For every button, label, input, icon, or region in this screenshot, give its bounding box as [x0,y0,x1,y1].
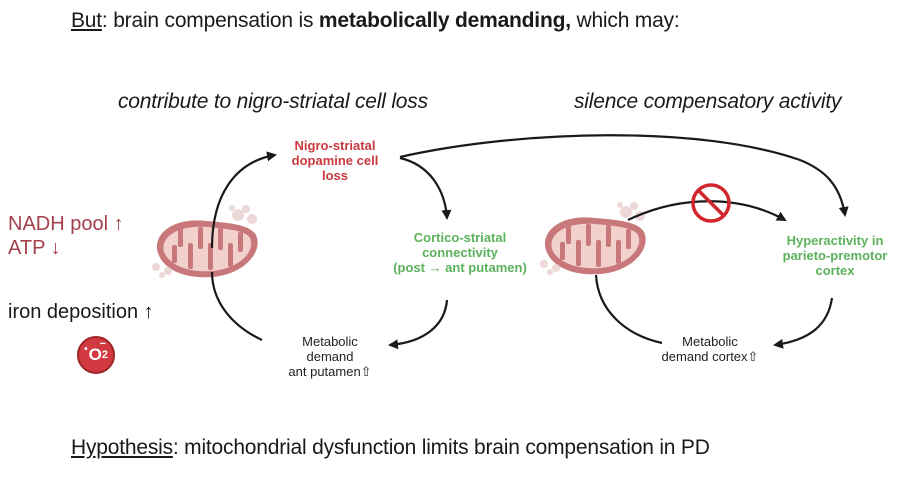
superoxide-subscript: 2 [101,349,108,361]
node-line: (post → ant putamen) [393,260,527,275]
node-line: Hyperactivity in [786,233,884,248]
node-line: ant putamen⇧ [288,364,372,379]
node-line: Cortico-striatal [413,230,507,245]
arrow-mito-to-hyperactivity-inhibited [627,200,787,221]
header-bold-phrase: metabolically demanding, [318,9,571,32]
superoxide-charge: − [99,338,106,350]
node-line: Nigro-striatal [294,138,376,153]
arrow-mito-to-cellloss [210,151,277,249]
header-but: But [71,9,102,32]
label-nadh-pool: NADH pool ↑ [8,213,124,235]
arrow-cellloss-to-connectivity [399,156,452,220]
label-iron-deposition: iron deposition ↑ [8,301,154,323]
header-suffix: which may: [570,9,680,32]
node-line: loss [321,168,348,183]
inhibition-sign-icon [691,183,731,223]
node-line: dopamine cell [291,153,379,168]
arrow-connectivity-to-demand [388,299,449,350]
subtitle-right: silence compensatory activity [574,90,842,113]
superoxide-radical-dot: • [84,343,88,355]
hypothesis-sentence: Hypothesis: mitochondrial dysfunction li… [71,436,710,460]
hypothesis-text: : mitochondrial dysfunction limits brain… [172,436,710,459]
node-metabolic-demand-putamen: Metabolic demand ant putamen⇧ [270,334,390,379]
node-line: Metabolic [682,334,738,349]
arrow-demand-to-mito [210,271,263,341]
header-text: : brain compensation is [101,9,319,32]
node-line: connectivity [422,245,498,260]
node-hyperactivity-parieto-premotor: Hyperactivity in parieto-premotor cortex [770,233,900,278]
node-line: cortex [815,263,855,278]
subtitle-left: contribute to nigro-striatal cell loss [118,90,428,113]
arrow-cellloss-to-hyperactivity [399,134,849,217]
node-cortico-striatal-connectivity: Cortico-striatal connectivity (post → an… [385,230,535,275]
node-line: parieto-premotor [782,248,888,263]
node-line: Metabolic [302,334,358,349]
hypothesis-label: Hypothesis [71,436,173,459]
arrow-hyperactivity-to-demand [773,297,834,349]
mitochondrion-left-icon [152,205,258,278]
superoxide-symbol: O [88,345,102,364]
label-atp: ATP ↓ [8,237,61,259]
header-sentence: But: brain compensation is metabolically… [71,9,680,33]
node-nigrostriatal-cell-loss: Nigro-striatal dopamine cell loss [270,138,400,183]
arrow-demand-to-mito-right [594,274,663,345]
node-line: demand [306,349,354,364]
node-metabolic-demand-cortex: Metabolic demand cortex⇧ [650,334,770,364]
node-line: demand cortex⇧ [661,349,759,364]
mitochondrion-right-icon [540,202,646,275]
